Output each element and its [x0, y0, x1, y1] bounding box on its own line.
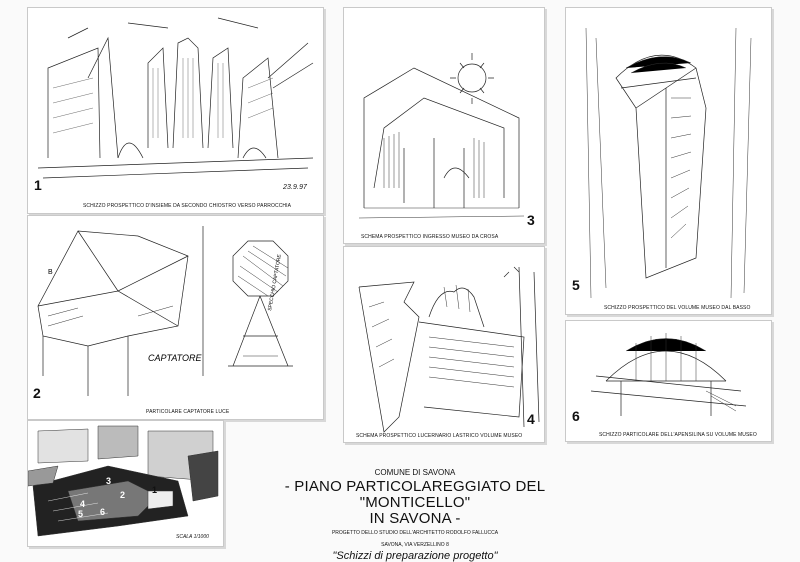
panel-number: 5	[572, 277, 580, 293]
sketch-panel-1: 1 23.9.97 SCHIZZO PROSPETTICO D'INSIEME …	[27, 7, 324, 214]
panel-number: 2	[33, 385, 41, 401]
title-block: COMUNE DI SAVONA - PIANO PARTICOLAREGGIA…	[245, 468, 585, 562]
sketch-panel-2: CAPTATORE B SPECCHIO CAPTATORE 2 PARTICO…	[27, 215, 324, 420]
plan-title-line1: - PIANO PARTICOLAREGGIATO DEL "MONTICELL…	[284, 478, 546, 511]
sketch-panel-6: 6 SCHIZZO PARTICOLARE DELL'APENSILINA SU…	[565, 320, 772, 442]
panel-number: 6	[572, 408, 580, 424]
sketch-drawing-museum-entrance	[358, 53, 525, 219]
map-label-4: 4	[80, 499, 85, 509]
panel-caption: SCHEMA PROSPETTICO INGRESSO MUSEO DA CRO…	[361, 234, 499, 240]
panel-caption: SCHIZZO PROSPETTICO D'INSIEME DA SECONDO…	[83, 203, 292, 209]
panel-caption: PARTICOLARE CAPTATORE LUCE	[146, 409, 230, 415]
comune-label: COMUNE DI SAVONA	[374, 468, 456, 477]
project-credit: PROGETTO DELLO STUDIO DELL'ARCHITETTO RO…	[331, 530, 499, 536]
annotation-b: B	[48, 269, 53, 276]
panel-number: 4	[527, 411, 535, 427]
panel-caption: SCHIZZO PROSPETTICO DEL VOLUME MUSEO DAL…	[604, 305, 751, 311]
map-label-3: 3	[106, 476, 111, 486]
map-scale: SCALA 1/1000	[176, 534, 209, 540]
sketch-panel-3: 3 SCHEMA PROSPETTICO INGRESSO MUSEO DA C…	[343, 7, 545, 244]
address: SAVONA, VIA VERZELLINO 8	[381, 542, 449, 548]
panel-number: 3	[527, 212, 535, 228]
sketch-drawing-church-perspective	[37, 17, 314, 179]
map-label-1: 1	[152, 485, 157, 495]
sketch-panel-4: 4 SCHEMA PROSPETTICO LUCERNARIO LASTRICO…	[343, 246, 545, 443]
sketch-drawing-museum-volume-below	[585, 27, 752, 299]
site-map-panel: 1 2 3 4 5 6 SCALA 1/1000	[27, 420, 224, 547]
panel-caption: SCHIZZO PARTICOLARE DELL'APENSILINA SU V…	[599, 432, 757, 438]
site-plan-map: 1 2 3 4 5 6 SCALA 1/1000	[28, 421, 223, 546]
annotation-specchio: SPECCHIO CAPTATORE	[267, 253, 283, 311]
map-label-6: 6	[100, 507, 105, 517]
panel-caption: SCHEMA PROSPETTICO LUCERNARIO LASTRICO V…	[356, 433, 523, 439]
sketch-drawing-light-captor: CAPTATORE B SPECCHIO CAPTATORE	[37, 226, 293, 396]
subtitle: "Schizzi di preparazione progetto"	[332, 550, 498, 562]
sketch-drawing-canopy	[590, 333, 747, 416]
panel-signature: 23.9.97	[283, 184, 308, 191]
sketch-drawing-skylight	[358, 266, 540, 433]
map-label-5: 5	[78, 509, 83, 519]
plan-title-line2: IN SAVONA -	[369, 510, 461, 527]
panel-number: 1	[34, 177, 42, 193]
annotation-captatore: CAPTATORE	[148, 353, 203, 363]
sketch-panel-5: 5 SCHIZZO PROSPETTICO DEL VOLUME MUSEO D…	[565, 7, 772, 315]
map-label-2: 2	[120, 490, 125, 500]
